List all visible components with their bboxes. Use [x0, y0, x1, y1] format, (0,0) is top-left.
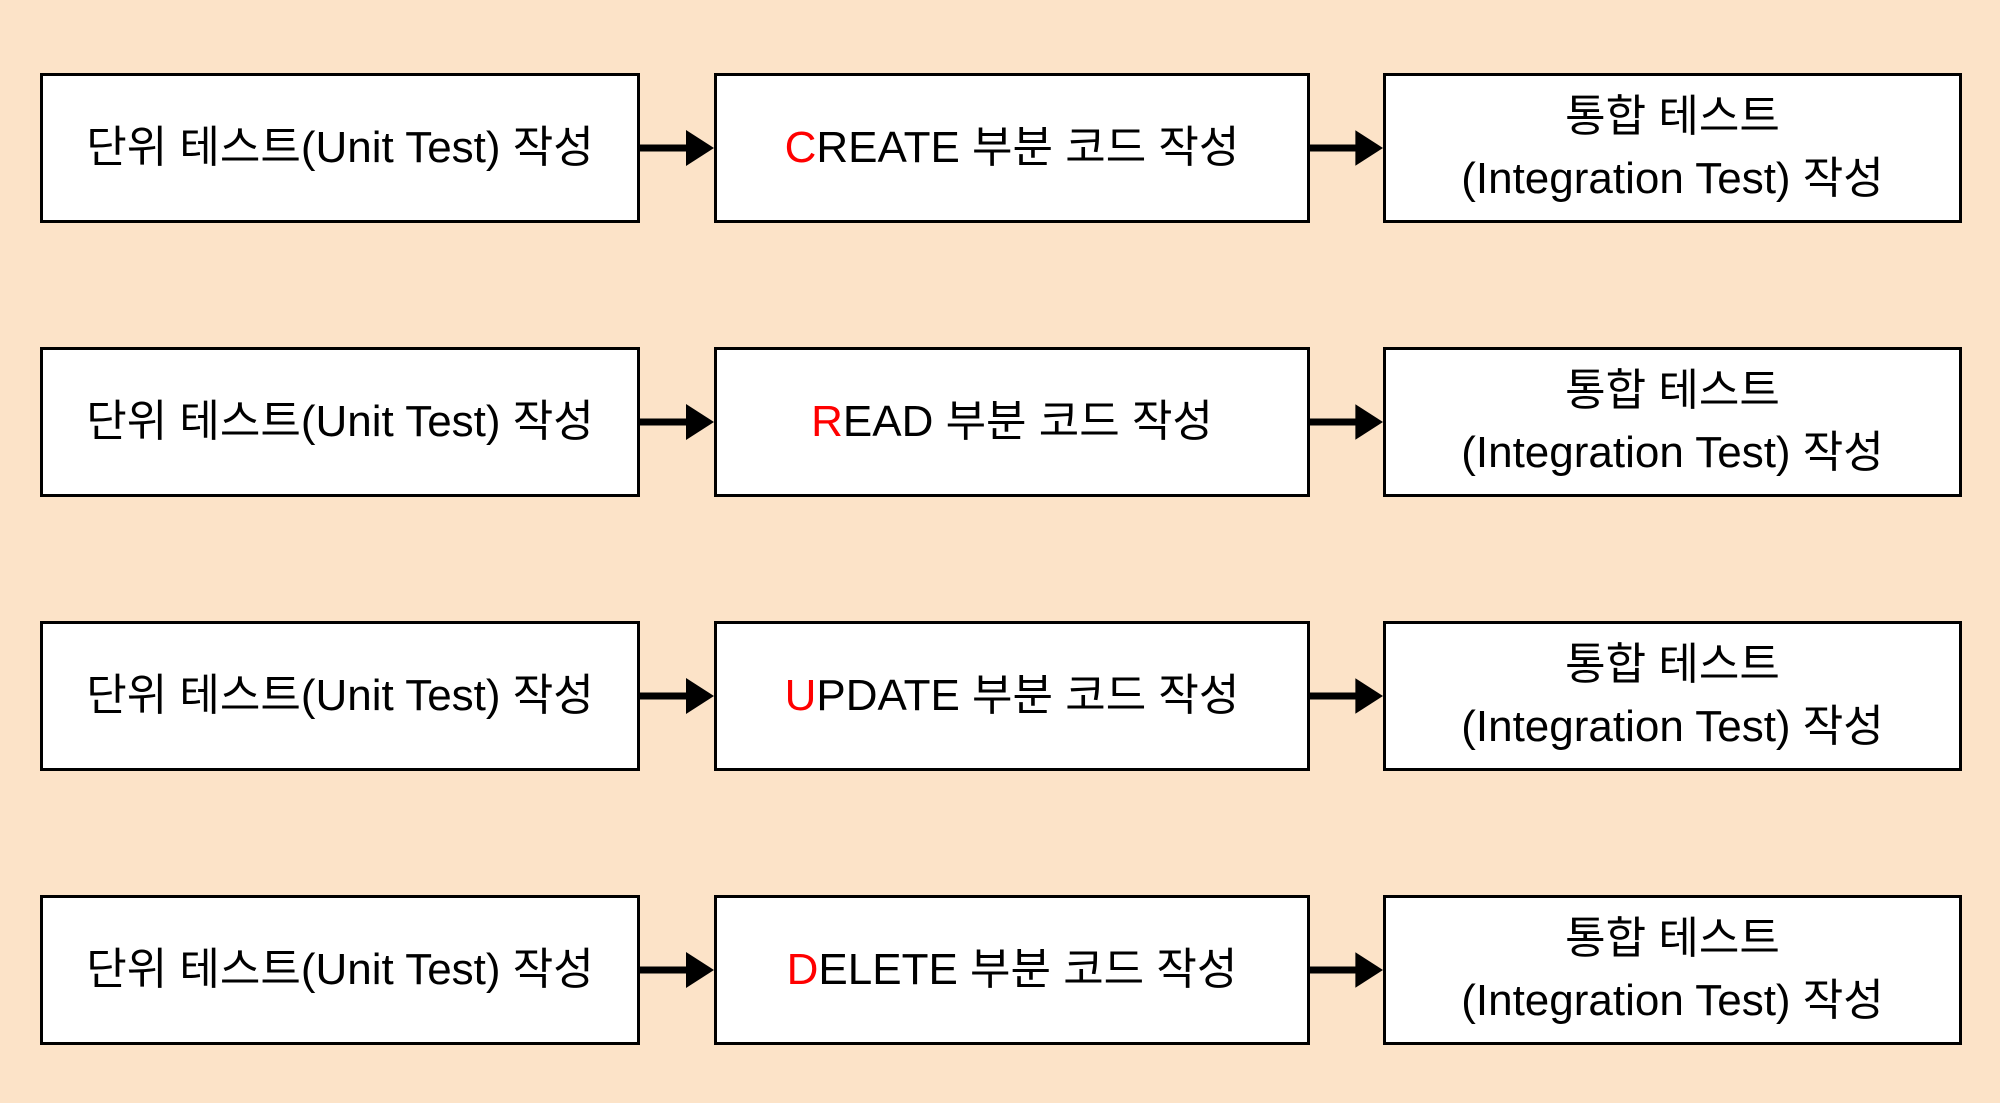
unit-test-box: 단위 테스트(Unit Test) 작성: [40, 347, 640, 497]
integration-test-label: 통합 테스트 (Integration Test) 작성: [1461, 908, 1884, 1033]
integration-test-label: 통합 테스트 (Integration Test) 작성: [1461, 360, 1884, 485]
flow-row-read: 단위 테스트(Unit Test) 작성 READ 부분 코드 작성 통합 테스…: [0, 347, 2000, 497]
integration-test-box: 통합 테스트 (Integration Test) 작성: [1383, 347, 1962, 497]
arrow-right-icon: [1310, 676, 1383, 716]
integration-test-box: 통합 테스트 (Integration Test) 작성: [1383, 895, 1962, 1045]
arrow-right-icon: [640, 128, 714, 168]
delete-code-label: DELETE 부분 코드 작성: [787, 939, 1238, 1001]
update-code-label: UPDATE 부분 코드 작성: [785, 665, 1240, 727]
integration-test-box: 통합 테스트 (Integration Test) 작성: [1383, 73, 1962, 223]
create-code-label: CREATE 부분 코드 작성: [785, 117, 1240, 179]
flow-row-update: 단위 테스트(Unit Test) 작성 UPDATE 부분 코드 작성 통합 …: [0, 621, 2000, 771]
arrow-right-icon: [1310, 402, 1383, 442]
create-code-box: CREATE 부분 코드 작성: [714, 73, 1310, 223]
unit-test-box: 단위 테스트(Unit Test) 작성: [40, 895, 640, 1045]
integration-test-line2: (Integration Test) 작성: [1461, 154, 1884, 203]
integration-test-line2: (Integration Test) 작성: [1461, 976, 1884, 1025]
integration-test-line1: 통합 테스트: [1565, 365, 1780, 415]
integration-test-line2: (Integration Test) 작성: [1461, 702, 1884, 751]
highlight-letter: C: [784, 122, 817, 172]
unit-test-label: 단위 테스트(Unit Test) 작성: [86, 122, 594, 172]
flow-row-create: 단위 테스트(Unit Test) 작성 CREATE 부분 코드 작성 통합 …: [0, 73, 2000, 223]
integration-test-box: 통합 테스트 (Integration Test) 작성: [1383, 621, 1962, 771]
read-code-label: READ 부분 코드 작성: [811, 391, 1213, 453]
arrow-right-icon: [1310, 950, 1383, 990]
unit-test-box: 단위 테스트(Unit Test) 작성: [40, 73, 640, 223]
arrow-right-icon: [640, 676, 714, 716]
flow-row-delete: 단위 테스트(Unit Test) 작성 DELETE 부분 코드 작성 통합 …: [0, 895, 2000, 1045]
unit-test-box: 단위 테스트(Unit Test) 작성: [40, 621, 640, 771]
label-rest: EAD 부분 코드 작성: [842, 396, 1213, 446]
highlight-letter: U: [784, 670, 817, 720]
integration-test-line1: 통합 테스트: [1565, 913, 1780, 963]
label-rest: ELETE 부분 코드 작성: [818, 944, 1238, 994]
integration-test-line1: 통합 테스트: [1565, 91, 1780, 141]
unit-test-label: 단위 테스트(Unit Test) 작성: [86, 396, 594, 446]
arrow-right-icon: [640, 402, 714, 442]
update-code-box: UPDATE 부분 코드 작성: [714, 621, 1310, 771]
integration-test-line1: 통합 테스트: [1565, 639, 1780, 689]
integration-test-label: 통합 테스트 (Integration Test) 작성: [1461, 634, 1884, 759]
integration-test-line2: (Integration Test) 작성: [1461, 428, 1884, 477]
arrow-right-icon: [1310, 128, 1383, 168]
arrow-right-icon: [640, 950, 714, 990]
label-rest: PDATE 부분 코드 작성: [816, 670, 1240, 720]
read-code-box: READ 부분 코드 작성: [714, 347, 1310, 497]
unit-test-label: 단위 테스트(Unit Test) 작성: [86, 944, 594, 994]
label-rest: REATE 부분 코드 작성: [816, 122, 1240, 172]
integration-test-label: 통합 테스트 (Integration Test) 작성: [1461, 86, 1884, 211]
highlight-letter: R: [811, 396, 843, 446]
highlight-letter: D: [786, 944, 819, 994]
delete-code-box: DELETE 부분 코드 작성: [714, 895, 1310, 1045]
unit-test-label: 단위 테스트(Unit Test) 작성: [86, 670, 594, 720]
